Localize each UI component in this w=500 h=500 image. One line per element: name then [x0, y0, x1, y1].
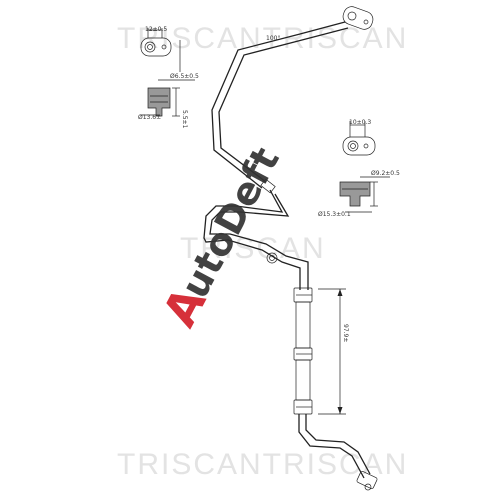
dim-right-bore: Ø9.2±0.5	[371, 170, 400, 177]
detail-top-left-section: Ø6.5±0.5 Ø13.6± 5.5±1	[138, 73, 199, 129]
length-dimension: 97.9±	[318, 288, 349, 415]
dim-top-left-bore: Ø6.5±0.5	[170, 73, 199, 80]
dim-right-flange: Ø15.3±0.1	[318, 211, 351, 218]
dim-right-small: 10±0.3	[349, 119, 371, 126]
dim-top-left-small: 12±0.5	[145, 26, 167, 33]
top-fitting	[342, 6, 374, 30]
brake-line-drawing: 100°	[203, 6, 378, 491]
dim-length: 97.9±	[342, 324, 349, 342]
dim-top-left-flange: Ø13.6±	[138, 114, 161, 121]
detail-top-left-front: 12±0.5	[140, 26, 181, 72]
detail-right-section: Ø9.2±0.5 Ø15.3±0.1	[318, 170, 400, 218]
dim-top-left-height: 5.5±1	[181, 110, 188, 129]
logo-rest: utoDeft	[172, 140, 288, 305]
detail-right-front: 10±0.3	[342, 119, 376, 156]
dim-top-angle: 100°	[266, 35, 280, 42]
